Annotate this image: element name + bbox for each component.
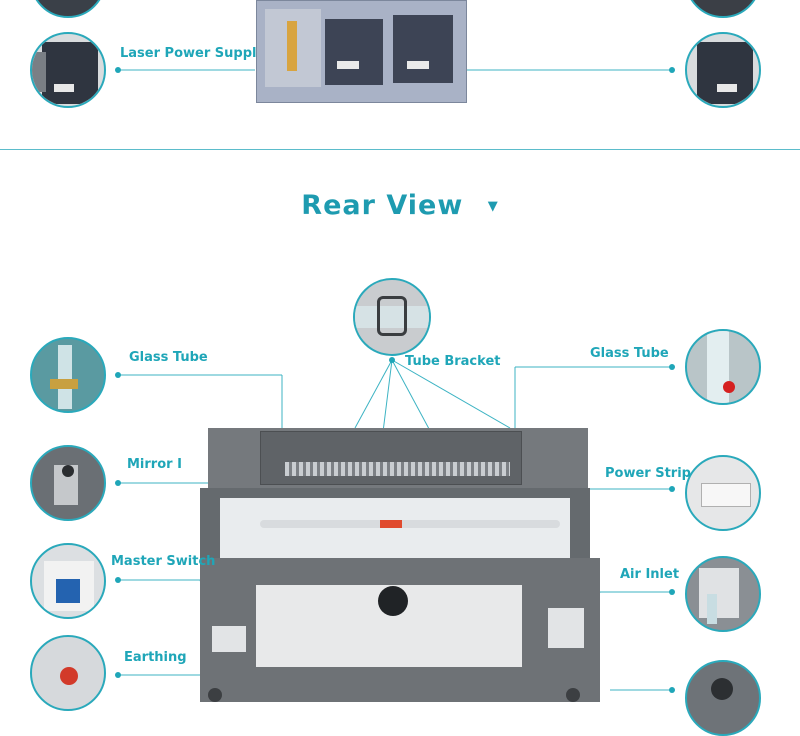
earthing-thumbnail bbox=[30, 635, 106, 711]
chevron-down-icon: ▼ bbox=[487, 199, 499, 214]
bottom-right-partial-thumbnail bbox=[685, 660, 761, 736]
glass-tube-thumbnail-left bbox=[30, 337, 106, 413]
laser-power-supply-thumbnail-left bbox=[30, 32, 106, 108]
section-title-text: Rear View bbox=[301, 190, 464, 221]
earthing-label: Earthing bbox=[124, 650, 187, 665]
master-switch-label: Master Switch bbox=[111, 554, 216, 569]
laser-power-supply-label: Laser Power Supply bbox=[120, 46, 265, 61]
section-title: Rear View ▼ bbox=[0, 190, 800, 221]
air-inlet-label: Air Inlet bbox=[620, 567, 680, 582]
glass-tube-thumbnail-right bbox=[685, 329, 761, 405]
tube-bracket-thumbnail bbox=[353, 278, 431, 356]
air-inlet-thumbnail bbox=[685, 556, 761, 632]
master-switch-thumbnail bbox=[30, 543, 106, 619]
laser-power-supply-thumbnail-right bbox=[685, 32, 761, 108]
power-supply-cabinet-photo bbox=[256, 0, 467, 103]
power-strip-thumbnail bbox=[685, 455, 761, 531]
glass-tube-label-right: Glass Tube bbox=[590, 346, 669, 361]
tube-bracket-label: Tube Bracket bbox=[405, 354, 501, 369]
mirror-1-label: Mirror I bbox=[127, 457, 182, 472]
glass-tube-label-left: Glass Tube bbox=[129, 350, 208, 365]
power-strip-label: Power Strip bbox=[605, 466, 691, 481]
mirror-1-thumbnail bbox=[30, 445, 106, 521]
section-divider bbox=[0, 149, 800, 150]
laser-machine-photo bbox=[200, 428, 600, 702]
